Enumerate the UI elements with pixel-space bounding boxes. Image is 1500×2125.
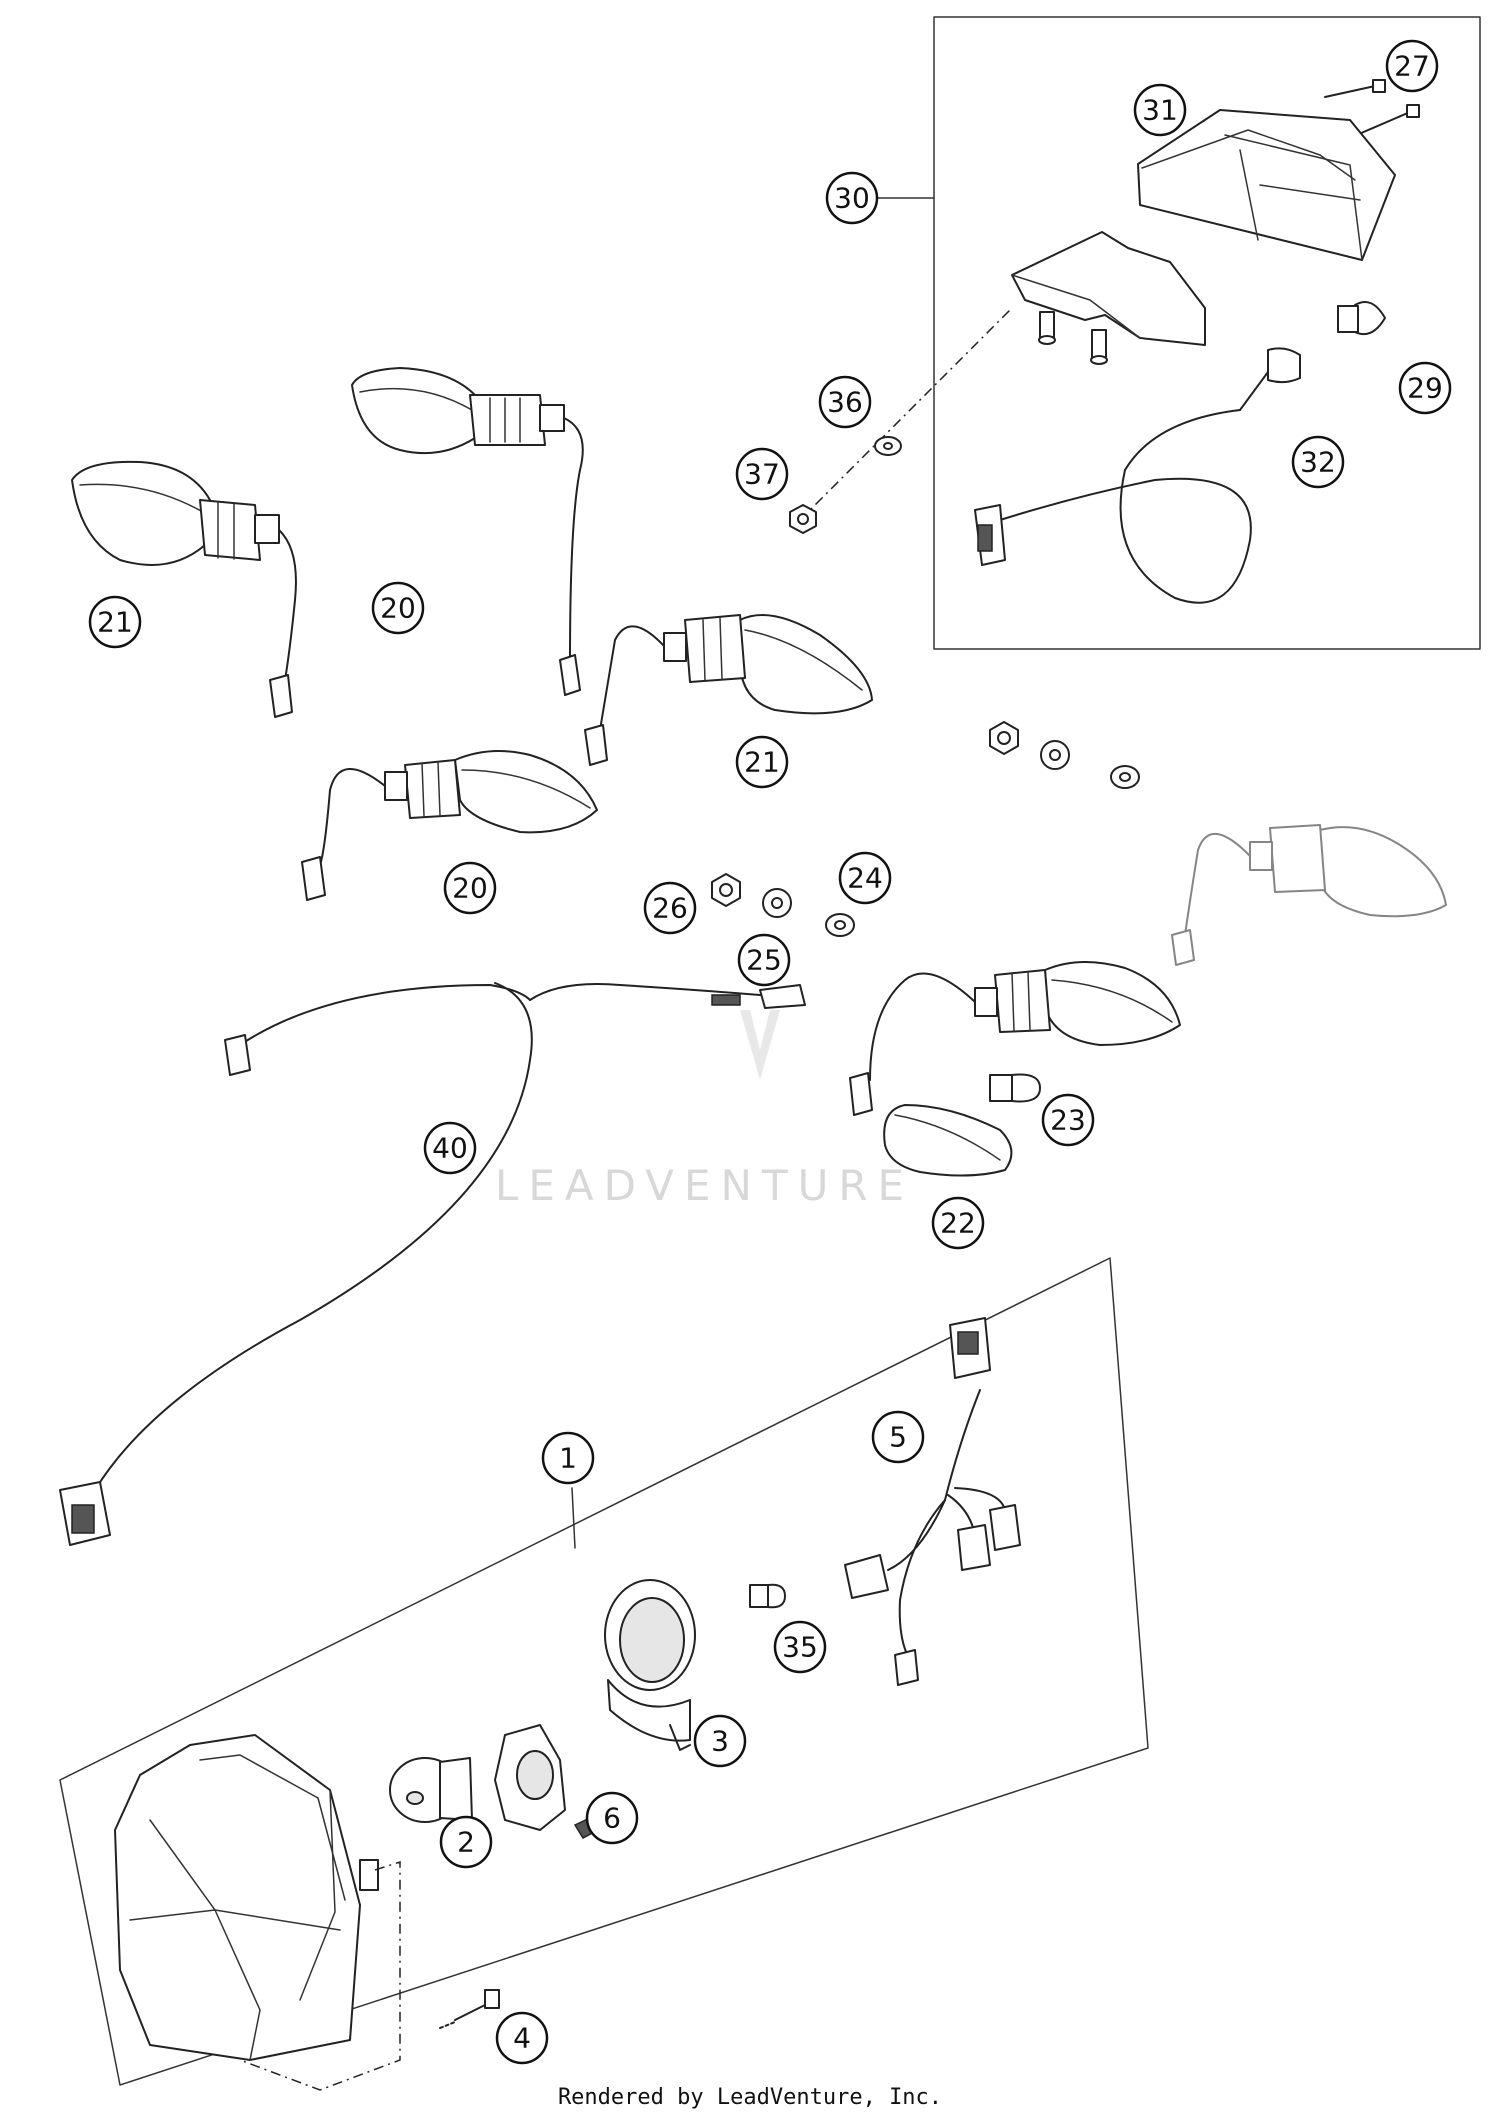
callout-27: 27: [1385, 39, 1439, 93]
callout-6-label: 6: [603, 1802, 621, 1835]
callout-24: 24: [838, 851, 892, 905]
headlight-harness-5: [844, 1317, 1021, 1686]
taillight-housing: [1011, 231, 1206, 365]
taillight-assembly: [877, 16, 1481, 650]
callout-2-label: 2: [457, 1826, 475, 1859]
callout-3: 3: [693, 1714, 747, 1768]
callout-21-left-label: 21: [97, 606, 133, 639]
turn-signal-20-lower: [301, 750, 598, 901]
turn-signal-lens-22: [883, 1104, 1013, 1177]
turn-signal-outline-right: [1171, 824, 1447, 966]
callout-26: 26: [643, 881, 697, 935]
lock-washer-25: [762, 888, 792, 918]
taillight-group-box: [933, 16, 1481, 650]
callout-36: 36: [818, 375, 872, 429]
callout-21-right-label: 21: [744, 746, 780, 779]
callout-30-label: 30: [834, 182, 870, 215]
callout-5-label: 5: [889, 1421, 907, 1454]
callout-27-label: 27: [1394, 50, 1430, 83]
headlight-bulb-2: [389, 1757, 473, 1823]
wiring-harness-40: [59, 982, 806, 1546]
callout-40: 40: [423, 1121, 477, 1175]
taillight-socket-wire: [974, 347, 1301, 604]
rubber-cap-3: [604, 1579, 696, 1751]
callout-21-left: 21: [88, 595, 142, 649]
headlight-mask: [114, 1734, 401, 2091]
callout-23-label: 23: [1050, 1104, 1086, 1137]
headlight-group-box: [59, 1257, 1149, 2086]
upper-hardware-set: [989, 721, 1140, 789]
nut-37: [789, 504, 817, 534]
callout-35-label: 35: [782, 1631, 818, 1664]
callout-20-upper-label: 20: [380, 592, 416, 625]
callout-4: 4: [495, 2011, 549, 2065]
callout-4-label: 4: [513, 2022, 531, 2055]
callout-35: 35: [773, 1620, 827, 1674]
callout-25-label: 25: [746, 944, 782, 977]
callout-24-label: 24: [847, 862, 883, 895]
callout-40-label: 40: [432, 1132, 468, 1165]
callout-20-lower: 20: [443, 861, 497, 915]
taillight-lens: [1137, 109, 1396, 261]
callout-37: 37: [735, 447, 789, 501]
callout-32-label: 32: [1300, 446, 1336, 479]
callout-36-label: 36: [827, 386, 863, 419]
turn-signal-21-left: [71, 460, 297, 718]
watermark-text: LEADVENTURE: [495, 1161, 914, 1210]
callout-30: 30: [825, 171, 879, 225]
turn-signal-lower-right: [849, 961, 1181, 1116]
callout-31-label: 31: [1142, 94, 1178, 127]
turn-signal-bulb-23: [989, 1073, 1041, 1103]
parking-bulb-35: [749, 1583, 786, 1609]
screw-4: [439, 1989, 500, 2029]
callout-1: 1: [541, 1431, 595, 1485]
callout-2: 2: [439, 1815, 493, 1869]
bulb-holder: [494, 1724, 566, 1831]
callout-26-label: 26: [652, 892, 688, 925]
turn-signal-20-upper: [351, 367, 584, 696]
callout-21-right: 21: [735, 735, 789, 789]
callout-6: 6: [585, 1791, 639, 1845]
taillight-bulb: [1337, 301, 1386, 336]
callout-25: 25: [737, 933, 791, 987]
footer-credit: Rendered by LeadVenture, Inc.: [557, 2085, 943, 2110]
callout-22-label: 22: [940, 1207, 976, 1240]
callout-37-label: 37: [744, 458, 780, 491]
callout-29: 29: [1398, 361, 1452, 415]
callout-20-lower-label: 20: [452, 872, 488, 905]
callout-29-label: 29: [1407, 372, 1443, 405]
callout-5: 5: [871, 1410, 925, 1464]
nut-26: [711, 873, 741, 907]
turn-signal-21-right: [584, 614, 873, 766]
headlight-assembly: [59, 1257, 1149, 2091]
washer-24: [825, 913, 855, 937]
callout-32: 32: [1291, 435, 1345, 489]
callout-31: 31: [1133, 83, 1187, 137]
callout-20-upper: 20: [371, 581, 425, 635]
callout-3-label: 3: [711, 1725, 729, 1758]
callout-1-label: 1: [559, 1442, 577, 1475]
callout-22: 22: [931, 1196, 985, 1250]
watermark: LEADVENTURE: [495, 1010, 914, 1210]
callout-23: 23: [1041, 1093, 1095, 1147]
